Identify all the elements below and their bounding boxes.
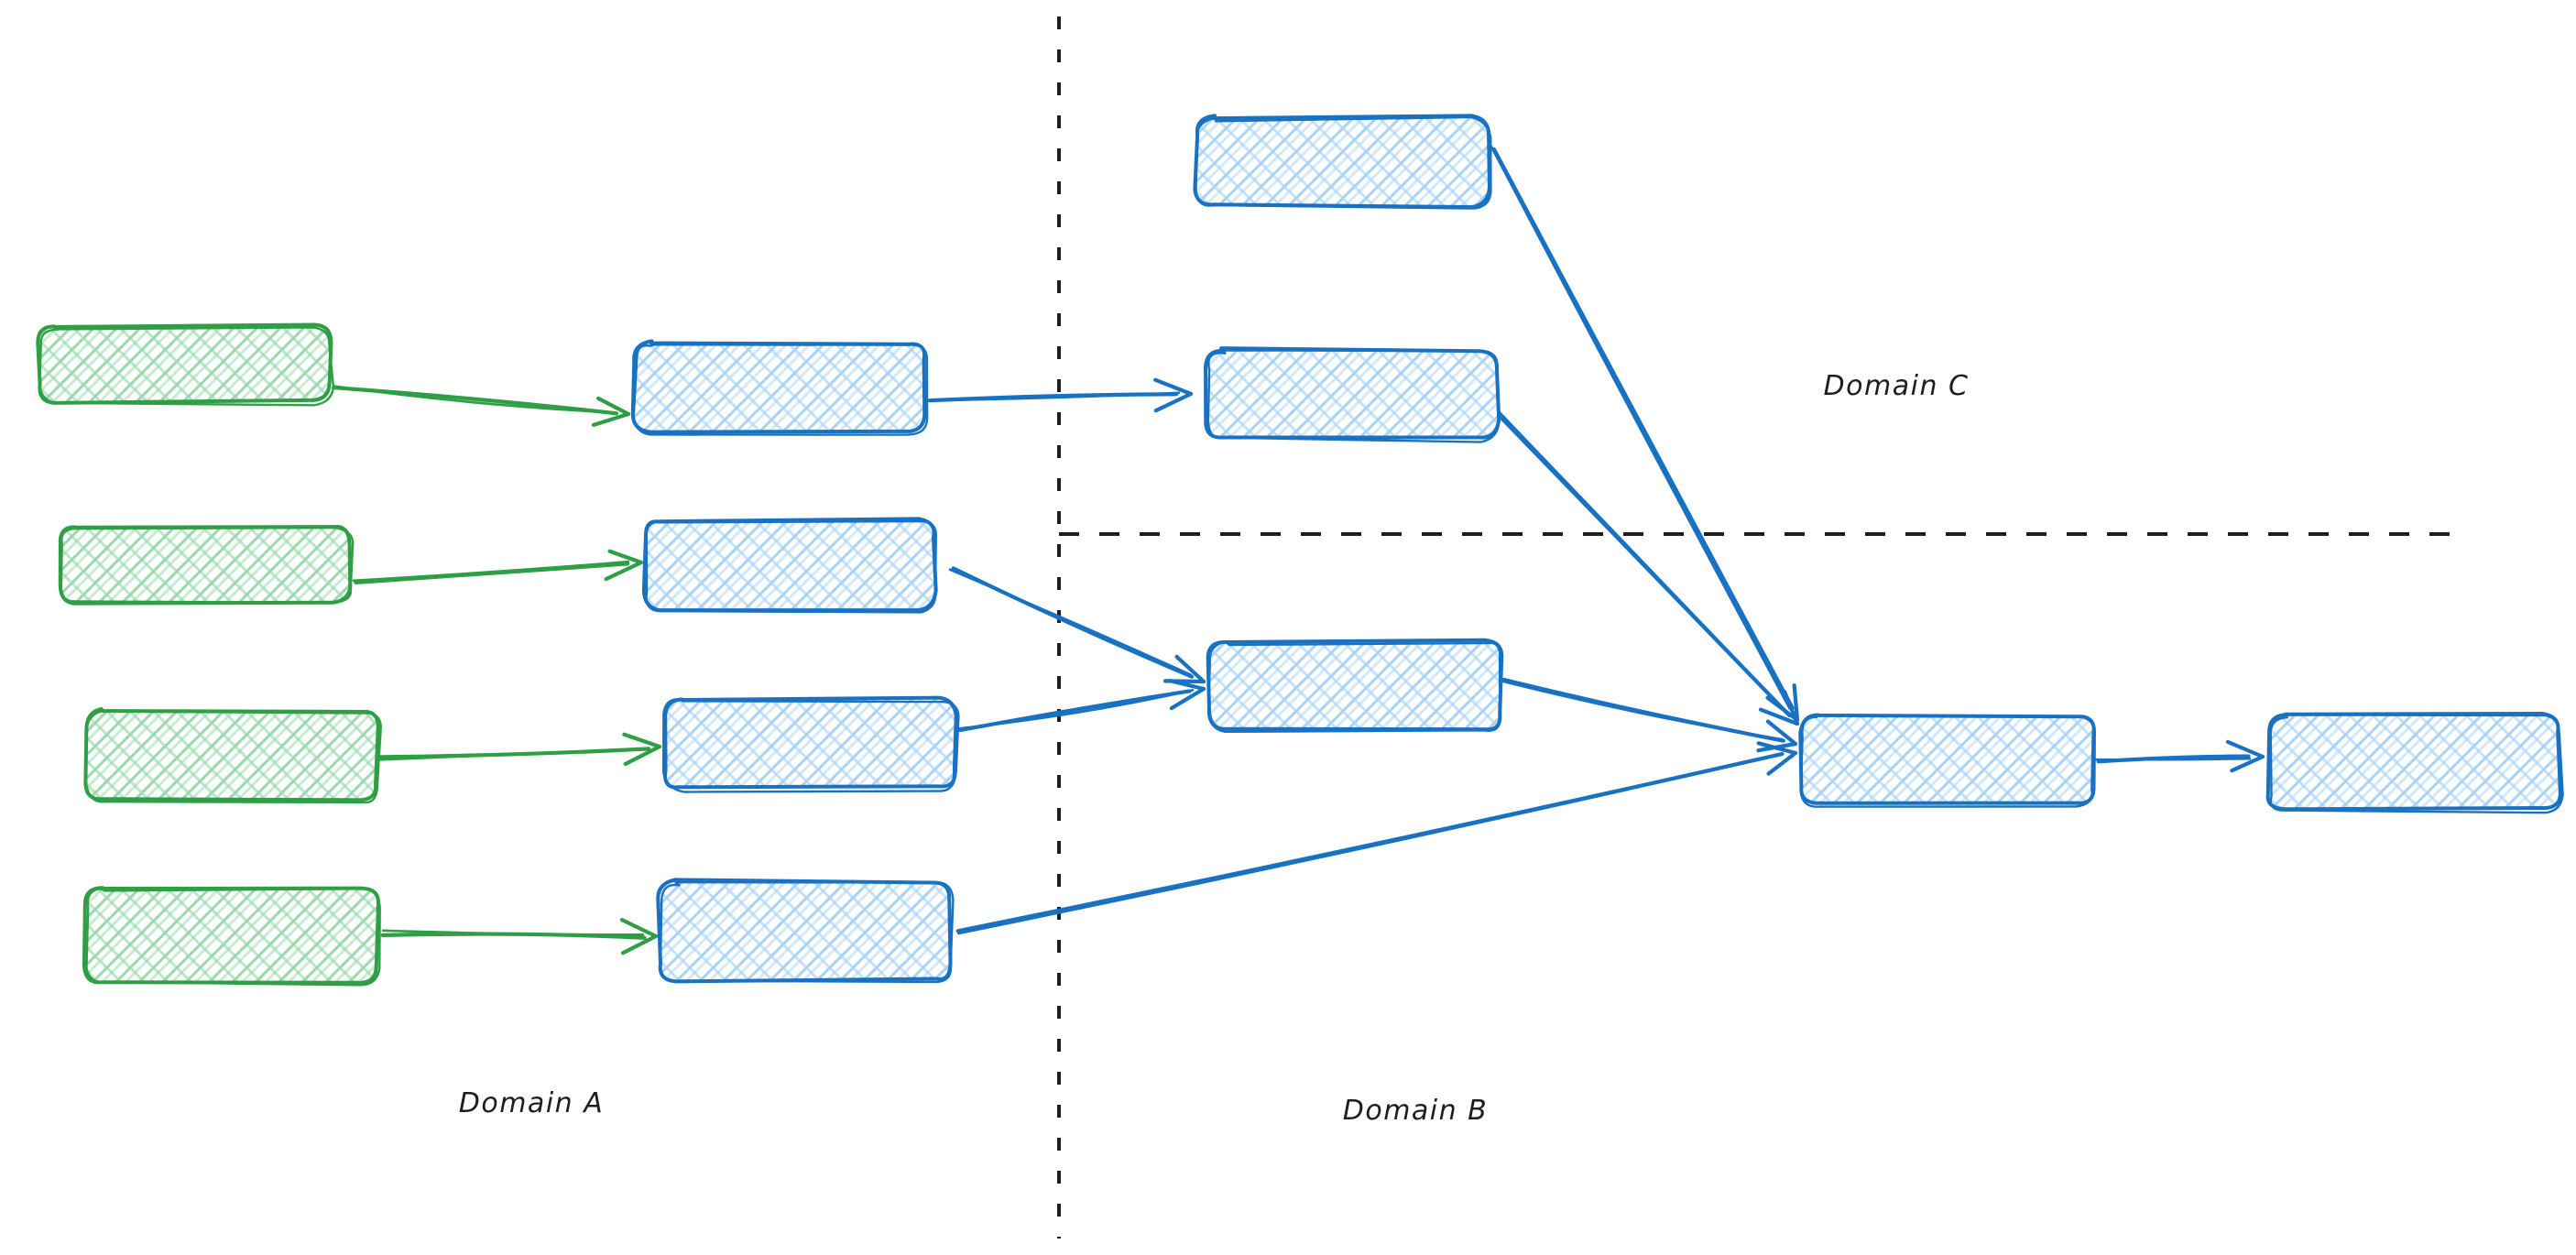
node-outline bbox=[83, 706, 380, 802]
divider-layer bbox=[1057, 16, 2451, 1239]
node-outline bbox=[656, 878, 953, 984]
edge-c2-to-d1 bbox=[1494, 410, 1800, 726]
node-outline bbox=[645, 519, 938, 614]
domain-a-label: Domain A bbox=[459, 1087, 604, 1119]
node-outline bbox=[38, 326, 335, 407]
node-a4[interactable] bbox=[82, 886, 381, 987]
edge-layer bbox=[331, 145, 2265, 955]
node-outline bbox=[1799, 715, 2095, 808]
node-fill bbox=[665, 697, 956, 788]
node-fill bbox=[85, 708, 378, 801]
edge-a1-to-b1 bbox=[331, 385, 631, 427]
node-outline bbox=[85, 887, 381, 987]
node-a3[interactable] bbox=[83, 706, 382, 804]
node-outline bbox=[1206, 349, 1501, 443]
node-b3[interactable] bbox=[661, 695, 960, 793]
node-outline bbox=[661, 698, 960, 793]
node-c1[interactable] bbox=[1193, 114, 1492, 210]
edge-b2-to-c3 bbox=[948, 566, 1206, 684]
node-layer bbox=[36, 114, 2564, 987]
node-b1[interactable] bbox=[630, 339, 929, 436]
node-outline bbox=[1206, 640, 1501, 734]
edge-d1-to-d2 bbox=[2094, 739, 2265, 773]
node-fill bbox=[632, 341, 925, 432]
domain-c-label: Domain C bbox=[1824, 370, 1970, 402]
node-d2[interactable] bbox=[2265, 711, 2564, 814]
edge-c3-to-d1 bbox=[1501, 677, 1798, 753]
node-fill bbox=[1207, 639, 1502, 730]
node-outline bbox=[663, 695, 958, 790]
node-c3[interactable] bbox=[1206, 638, 1504, 734]
node-fill bbox=[2267, 713, 2560, 810]
node-a2[interactable] bbox=[58, 525, 355, 606]
edge-a4-to-b4 bbox=[380, 918, 659, 955]
node-outline bbox=[2269, 714, 2564, 814]
node-outline bbox=[1206, 638, 1504, 732]
node-fill bbox=[1195, 115, 1490, 207]
edge-c1-to-d1 bbox=[1490, 145, 1800, 723]
edge-a3-to-b3 bbox=[378, 732, 662, 767]
node-outline bbox=[1204, 346, 1501, 440]
node-outline bbox=[632, 344, 929, 436]
domain-b-label: Domain B bbox=[1343, 1095, 1489, 1127]
node-fill bbox=[658, 879, 951, 982]
node-fill bbox=[38, 324, 332, 403]
edge-b4-to-d1 bbox=[955, 741, 1798, 935]
node-fill bbox=[1800, 715, 2094, 803]
node-outline bbox=[630, 339, 927, 434]
node-outline bbox=[1195, 115, 1492, 210]
node-c2[interactable] bbox=[1204, 346, 1501, 443]
node-outline bbox=[659, 880, 955, 984]
node-outline bbox=[84, 709, 382, 804]
node-a1[interactable] bbox=[36, 322, 335, 407]
node-fill bbox=[643, 518, 936, 611]
edge-a2-to-b2 bbox=[352, 549, 644, 584]
node-fill bbox=[83, 888, 379, 983]
node-d1[interactable] bbox=[1798, 713, 2096, 808]
node-outline bbox=[60, 526, 355, 605]
edge-b1-to-c2 bbox=[925, 377, 1194, 413]
node-fill bbox=[60, 527, 351, 604]
node-outline bbox=[36, 322, 333, 405]
node-b4[interactable] bbox=[656, 878, 955, 984]
node-fill bbox=[1206, 348, 1500, 438]
edge-b3-to-c3 bbox=[957, 678, 1206, 733]
node-b2[interactable] bbox=[641, 517, 938, 614]
